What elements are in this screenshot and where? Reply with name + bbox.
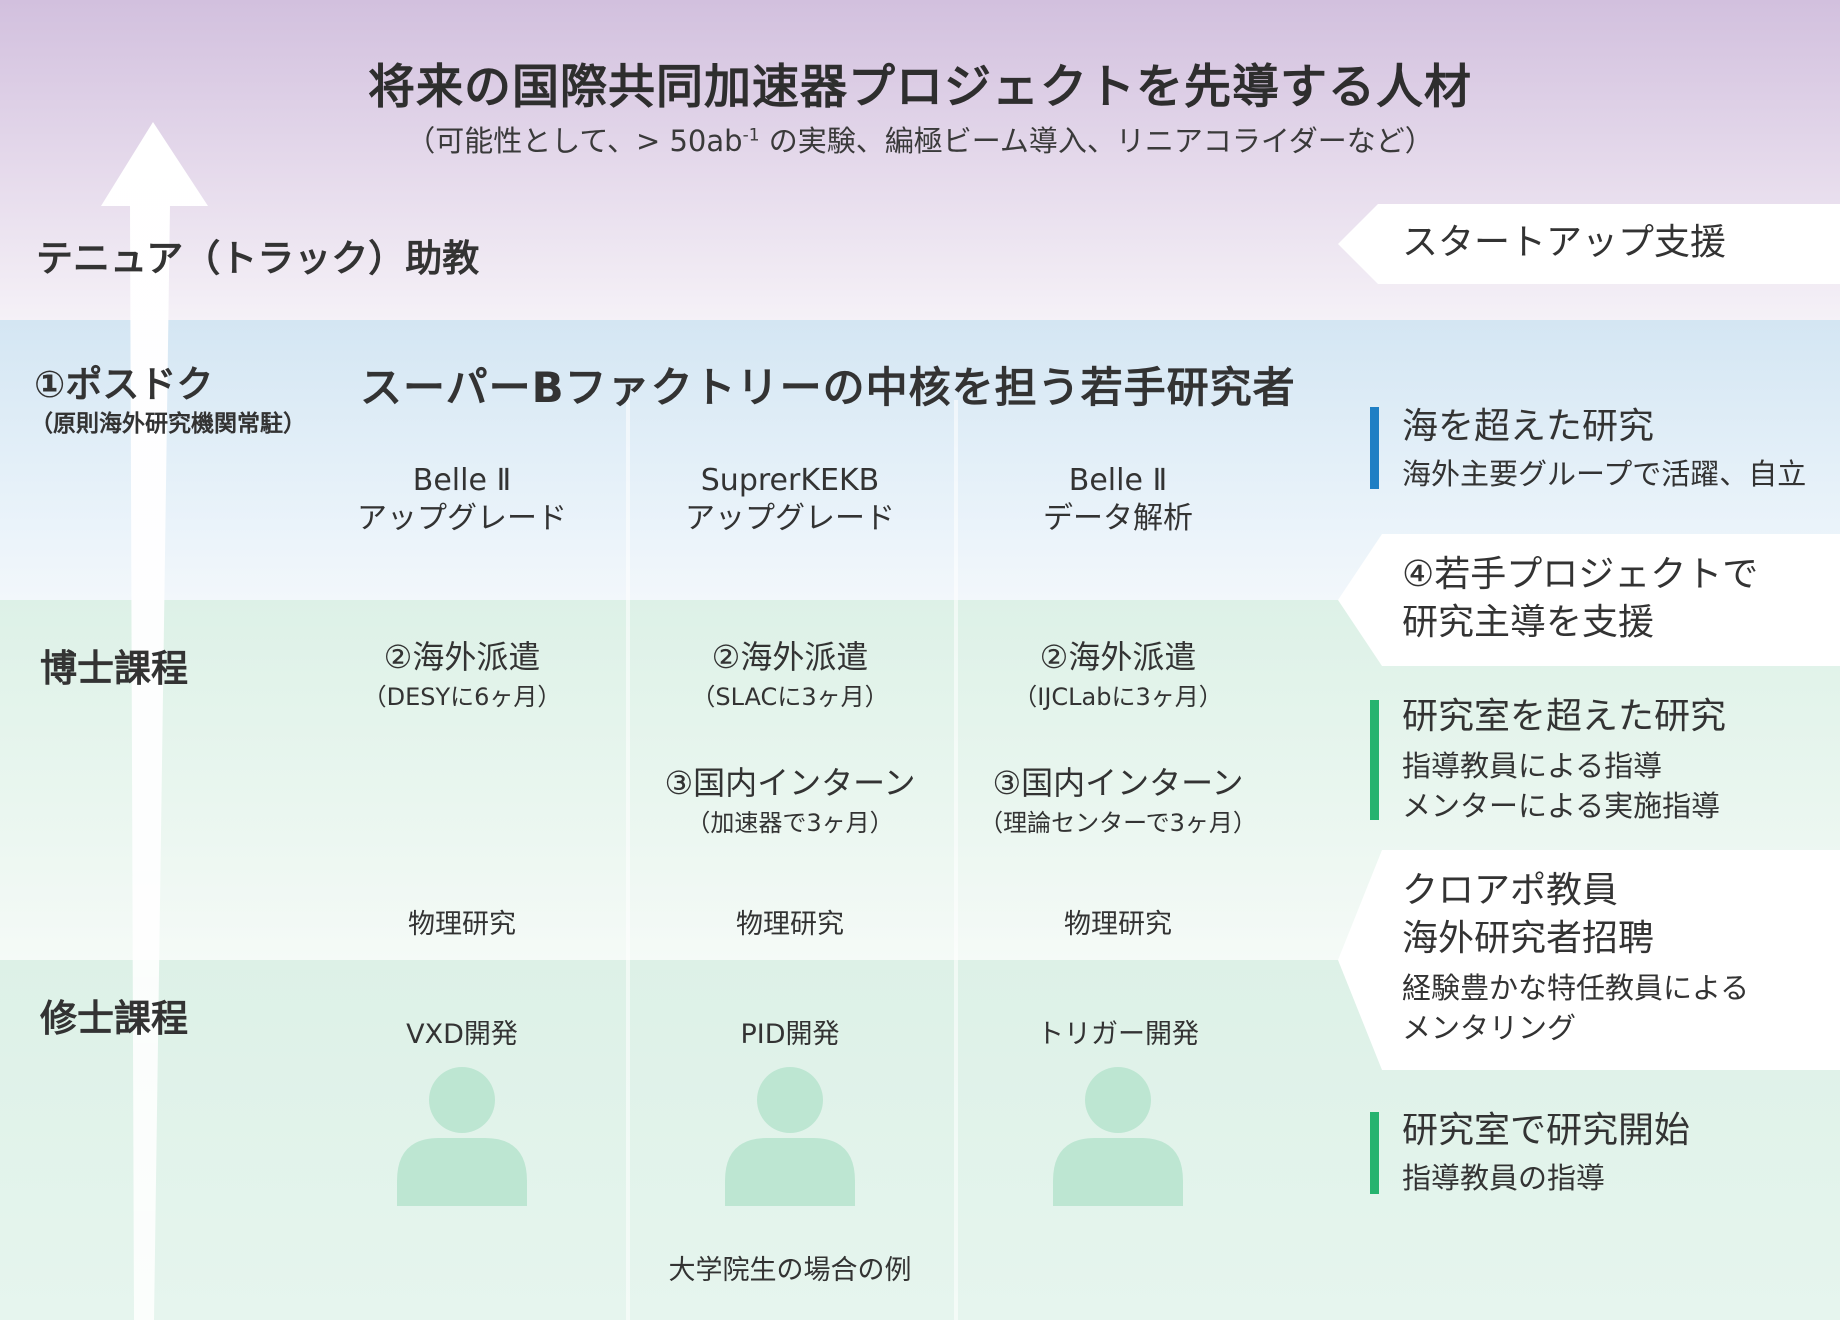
column-divider [626, 400, 630, 1320]
page-title: 将来の国際共同加速器プロジェクトを先導する人材 [368, 60, 1472, 115]
dispatch-note: （DESYに6ヶ月） [362, 683, 562, 711]
dispatch-label: ②海外派遣 [711, 638, 869, 676]
young-project-line2: 研究主導を支援 [1402, 602, 1655, 643]
person-icon [397, 1067, 527, 1206]
overseas-research-title: 海を超えた研究 [1402, 406, 1655, 447]
overseas-research-text: 海外主要グループで活躍、自立 [1402, 457, 1807, 491]
crossappoint-text1: 経験豊かな特任教員による [1402, 971, 1750, 1005]
dispatch-note: （SLACに3ヶ月） [691, 683, 889, 711]
beyond-lab-line2: メンターによる実施指導 [1402, 789, 1721, 823]
green-accent-bar [1370, 700, 1379, 820]
column-head-line: Belle Ⅱ [1068, 463, 1168, 498]
column-head-line: データ解析 [1043, 501, 1193, 536]
column-head-2: SuprerKEKB アップグレード [640, 462, 940, 538]
column-head-line: アップグレード [357, 501, 567, 536]
startup-support: スタートアップ支援 [1402, 222, 1727, 263]
crossappoint-text2: メンタリング [1402, 1011, 1577, 1045]
physics-label: 物理研究 [736, 909, 844, 940]
stage-phd: 博士課程 [40, 647, 188, 690]
person-icon [1053, 1067, 1183, 1206]
column-head-line: SuprerKEKB [700, 463, 880, 498]
crossappoint-flag [1338, 850, 1840, 1070]
green-accent-bar [1370, 1112, 1379, 1194]
lab-start-title: 研究室で研究開始 [1402, 1110, 1691, 1151]
intern-label: ③国内インターン [664, 764, 916, 802]
masters-task: PID開発 [740, 1019, 840, 1050]
intern-label: ③国内インターン [992, 764, 1244, 802]
column-head-line: Belle Ⅱ [412, 463, 512, 498]
page-subtitle: （可能性として、> 50ab-1 の実験、編極ビーム導入、リニアコライダーなど） [406, 124, 1434, 158]
intern-note: （加速器で3ヶ月） [686, 809, 894, 837]
physics-label: 物理研究 [408, 909, 516, 940]
stage-postdoc-note: （原則海外研究機関常駐） [30, 411, 306, 437]
stage-masters: 修士課程 [40, 997, 188, 1040]
blue-accent-bar [1370, 407, 1379, 489]
career-arrow-icon [101, 122, 208, 1320]
stage-tenure: テニュア（トラック）助教 [36, 237, 480, 280]
column-head-3: Belle Ⅱ データ解析 [968, 462, 1268, 538]
crossappoint-line2: 海外研究者招聘 [1402, 918, 1655, 959]
center-heading: スーパーBファクトリーの中核を担う若手研究者 [360, 363, 1296, 412]
startup-flag [1338, 204, 1840, 284]
column-divider [954, 400, 958, 1320]
dispatch-label: ②海外派遣 [1039, 638, 1197, 676]
lab-start-text: 指導教員の指導 [1402, 1161, 1606, 1195]
column-head-line: アップグレード [685, 501, 895, 536]
dispatch-note: （IJCLabに3ヶ月） [1013, 683, 1223, 711]
young-project-flag [1338, 534, 1840, 666]
masters-task: VXD開発 [406, 1019, 518, 1050]
beyond-lab-line1: 指導教員による指導 [1402, 749, 1663, 783]
physics-label: 物理研究 [1064, 909, 1172, 940]
beyond-lab-title: 研究室を超えた研究 [1402, 696, 1727, 737]
stage-postdoc: ①ポスドク [34, 363, 214, 406]
crossappoint-line1: クロアポ教員 [1402, 870, 1619, 911]
dispatch-label: ②海外派遣 [383, 638, 541, 676]
person-icon [725, 1067, 855, 1206]
caption: 大学院生の場合の例 [668, 1255, 912, 1286]
young-project-line1: ④若手プロジェクトで [1402, 554, 1759, 595]
intern-note: （理論センターで3ヶ月） [979, 809, 1257, 837]
masters-task: トリガー開発 [1037, 1019, 1199, 1050]
column-head-1: Belle Ⅱ アップグレード [312, 462, 612, 538]
